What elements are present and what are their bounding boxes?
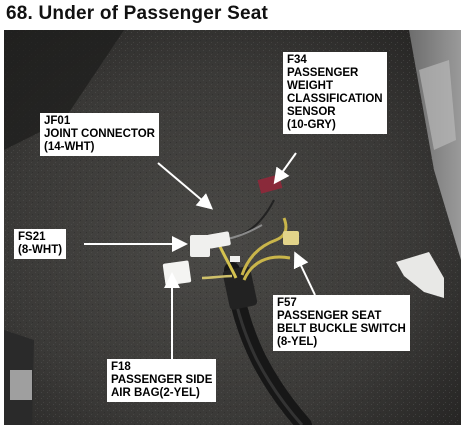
callout-f18-line: AIR BAG(2-YEL) xyxy=(111,387,200,399)
f57-connector xyxy=(283,231,299,245)
callout-fs21-line: FS21 xyxy=(18,231,46,243)
callout-f34-line: CLASSIFICATION xyxy=(287,93,383,105)
callout-f34-line: PASSENGER xyxy=(287,67,359,79)
callout-f57-line: (8-YEL) xyxy=(277,336,318,348)
callout-f18-line: PASSENGER SIDE xyxy=(111,374,213,386)
callout-f18: F18 PASSENGER SIDE AIR BAG(2-YEL) xyxy=(107,359,217,402)
callout-fs21: FS21 (8-WHT) xyxy=(14,229,67,259)
callout-f34-line: SENSOR xyxy=(287,106,336,118)
callout-f57-line: BELT BUCKLE SWITCH xyxy=(277,323,406,335)
jf01-connector xyxy=(207,231,231,249)
callout-f18-line: F18 xyxy=(111,361,131,373)
callout-jf01-line: JF01 xyxy=(44,115,71,127)
callout-f34-line: WEIGHT xyxy=(287,80,333,92)
f18-connector xyxy=(162,260,192,286)
floor-bracket xyxy=(10,370,32,400)
fs21-connector xyxy=(190,235,210,257)
callout-f34-line: F34 xyxy=(287,54,307,66)
photo-illustration xyxy=(4,30,461,425)
yellow-wire xyxy=(240,217,288,276)
floor-clip xyxy=(396,252,444,298)
callout-f34: F34 PASSENGER WEIGHT CLASSIFICATION SENS… xyxy=(283,52,387,134)
callout-jf01-line: JOINT CONNECTOR xyxy=(44,128,155,140)
callout-jf01-line: (14-WHT) xyxy=(44,141,95,153)
callout-f57-line: PASSENGER SEAT xyxy=(277,310,382,322)
callout-jf01: JF01 JOINT CONNECTOR (14-WHT) xyxy=(40,113,159,156)
callout-f34-line: (10-GRY) xyxy=(287,119,336,131)
callout-f57: F57 PASSENGER SEAT BELT BUCKLE SWITCH (8… xyxy=(273,295,410,351)
callout-f57-line: F57 xyxy=(277,297,297,309)
callout-fs21-line: (8-WHT) xyxy=(18,244,63,256)
page-title: 68. Under of Passenger Seat xyxy=(6,3,269,24)
under-seat-photo xyxy=(4,30,461,425)
